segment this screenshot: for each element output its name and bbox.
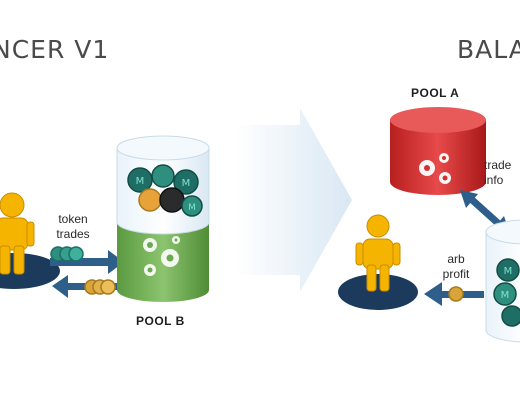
- second-pool-tokens-icon: M M: [493, 258, 520, 327]
- trade-info-label: trade info: [484, 158, 520, 188]
- left-panel-title: NCER V1: [0, 35, 110, 64]
- right-person-platform: [338, 274, 418, 310]
- svg-text:M: M: [136, 176, 145, 187]
- svg-text:M: M: [188, 203, 196, 213]
- arb-profit-coin-icon: [448, 286, 464, 302]
- token-trades-line2: trades: [56, 227, 90, 241]
- trade-info-line2: info: [484, 173, 504, 187]
- pool-a-label: POOL A: [411, 86, 460, 100]
- token-coins-icon: [50, 246, 84, 262]
- left-person-icon: [0, 192, 35, 275]
- right-panel-title: BALA: [457, 35, 520, 64]
- pool-b-label: POOL B: [136, 314, 185, 328]
- gold-coins-icon: [84, 279, 116, 295]
- arb-profit-line2: profit: [442, 267, 470, 281]
- pool-b-gears-icon: [143, 236, 180, 276]
- big-transition-arrow: [235, 108, 352, 292]
- arb-profit-line1: arb: [447, 252, 465, 266]
- pool-b-cylinder: [116, 135, 210, 302]
- arb-profit-label: arb profit: [438, 252, 474, 282]
- right-person-icon: [355, 214, 401, 292]
- token-trade-arrow-icon: [50, 250, 124, 274]
- svg-text:M: M: [182, 178, 191, 189]
- svg-text:M: M: [501, 290, 510, 301]
- pool-b-tokens-icon: M M M: [127, 164, 203, 217]
- trade-info-line1: trade: [484, 158, 512, 172]
- pool-a-cylinder: [390, 107, 486, 195]
- svg-text:M: M: [504, 266, 513, 277]
- token-trades-label: token trades: [52, 212, 94, 242]
- token-trades-line1: token: [58, 212, 88, 226]
- pool-a-gears-icon: [419, 153, 451, 184]
